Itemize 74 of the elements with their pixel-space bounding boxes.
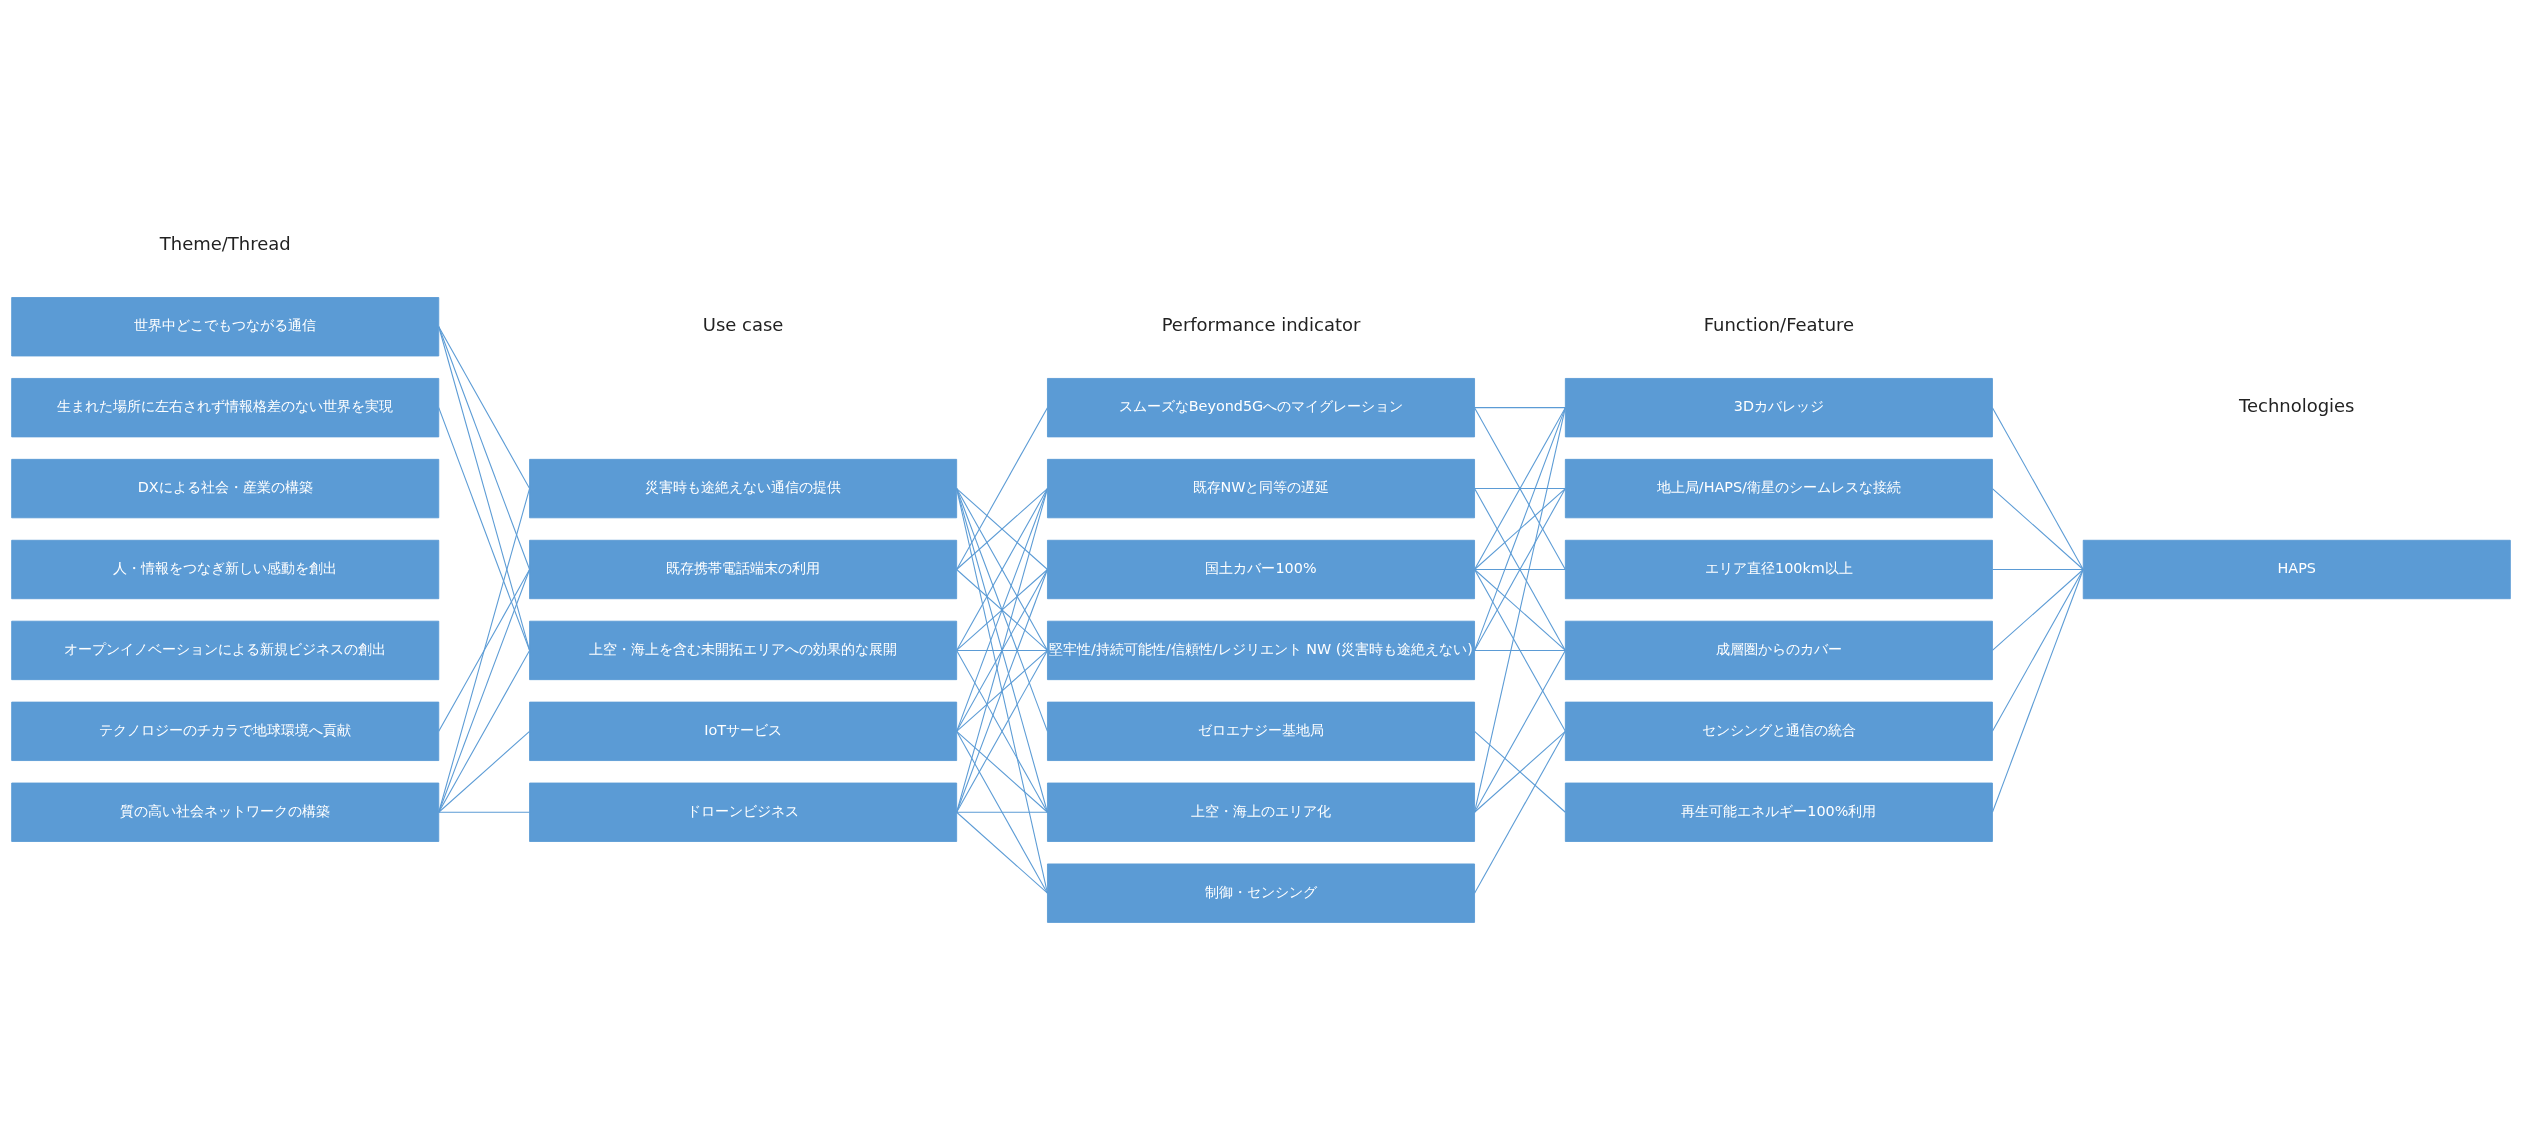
connector <box>1474 568 1566 732</box>
node-box: HAPS <box>2082 539 2511 599</box>
connector <box>956 811 1048 894</box>
node-box: 災害時も途絶えない通信の提供 <box>529 458 958 518</box>
connector <box>438 568 531 813</box>
connector <box>956 487 1048 894</box>
connector <box>438 487 531 813</box>
connector <box>438 325 531 651</box>
node-box: 成層圏からのカバー <box>1564 620 1993 680</box>
connector <box>1991 487 2084 570</box>
connector <box>956 568 1048 813</box>
connector <box>1474 406 1566 570</box>
node-box: 生まれた場所に左右されず情報格差のない世界を実現 <box>11 377 440 437</box>
connector <box>956 649 1048 732</box>
node-box: オープンイノベーションによる新規ビジネスの創出 <box>11 620 440 680</box>
connector <box>1474 730 1566 813</box>
label: Theme/Thread <box>159 232 291 254</box>
node-box: テクノロジーのチカラで地球環境へ貢献 <box>11 701 440 761</box>
connector <box>1474 487 1566 489</box>
node-box: 上空・海上のエリア化 <box>1047 782 1475 842</box>
connector <box>1991 568 2084 813</box>
connector <box>1474 406 1566 651</box>
node-box: 人・情報をつなぎ新しい感動を創出 <box>11 539 440 599</box>
connector <box>1474 568 1566 570</box>
connector <box>438 649 531 813</box>
connector <box>1474 649 1566 813</box>
connector <box>956 568 1048 651</box>
label: Technologies <box>2239 394 2355 416</box>
connector <box>1474 406 1566 408</box>
connector <box>1474 568 1566 651</box>
connector <box>1991 568 2084 732</box>
connector <box>956 730 1048 894</box>
node-box: 堅牢性/持続可能性/信頼性/レジリエント NW (災害時も途絶えない) <box>1047 620 1475 680</box>
node-box: 世界中どこでもつながる通信 <box>11 296 440 356</box>
connector <box>438 406 531 651</box>
connector <box>438 811 531 813</box>
node-box: 上空・海上を含む未開拓エリアへの効果的な展開 <box>529 620 958 680</box>
connector <box>1474 487 1566 651</box>
node-box: 再生可能エネルギー100%利用 <box>1564 782 1993 842</box>
node-box: 既存携帯電話端末の利用 <box>529 539 958 599</box>
node-box: 地上局/HAPS/衛星のシームレスな接続 <box>1564 458 1993 518</box>
label: Function/Feature <box>1703 313 1855 335</box>
connector <box>1991 406 2084 570</box>
connector <box>956 406 1048 570</box>
node-box: 制御・センシング <box>1047 863 1475 923</box>
label: Use case <box>702 313 784 335</box>
connector <box>1991 568 2084 570</box>
node-box: スムーズなBeyond5Gへのマイグレーション <box>1047 377 1475 437</box>
connector <box>956 568 1048 732</box>
connector <box>956 649 1048 651</box>
connector <box>956 649 1048 813</box>
node-box: ドローンビジネス <box>529 782 958 842</box>
label: Performance indicator <box>1161 313 1361 335</box>
node-box: 質の高い社会ネットワークの構築 <box>11 782 440 842</box>
connector <box>956 811 1048 813</box>
node-box: 国土カバー100% <box>1047 539 1475 599</box>
connector <box>1474 649 1566 651</box>
node-box: 3Dカバレッジ <box>1564 377 1993 437</box>
connector <box>956 487 1048 570</box>
node-box: エリア直径100km以上 <box>1564 539 1993 599</box>
node-box: ゼロエナジー基地局 <box>1047 701 1475 761</box>
connector <box>438 730 531 813</box>
node-box: センシングと通信の統合 <box>1564 701 1993 761</box>
connector <box>1474 406 1566 813</box>
node-box: IoTサービス <box>529 701 958 761</box>
connector <box>956 487 1048 651</box>
connector <box>956 487 1048 732</box>
connector <box>956 730 1048 813</box>
node-box: 既存NWと同等の遅延 <box>1047 458 1475 518</box>
connector <box>956 487 1048 813</box>
connector <box>1991 568 2084 651</box>
connector <box>1474 487 1566 570</box>
connector <box>1474 730 1566 894</box>
node-box: DXによる社会・産業の構築 <box>11 458 440 518</box>
